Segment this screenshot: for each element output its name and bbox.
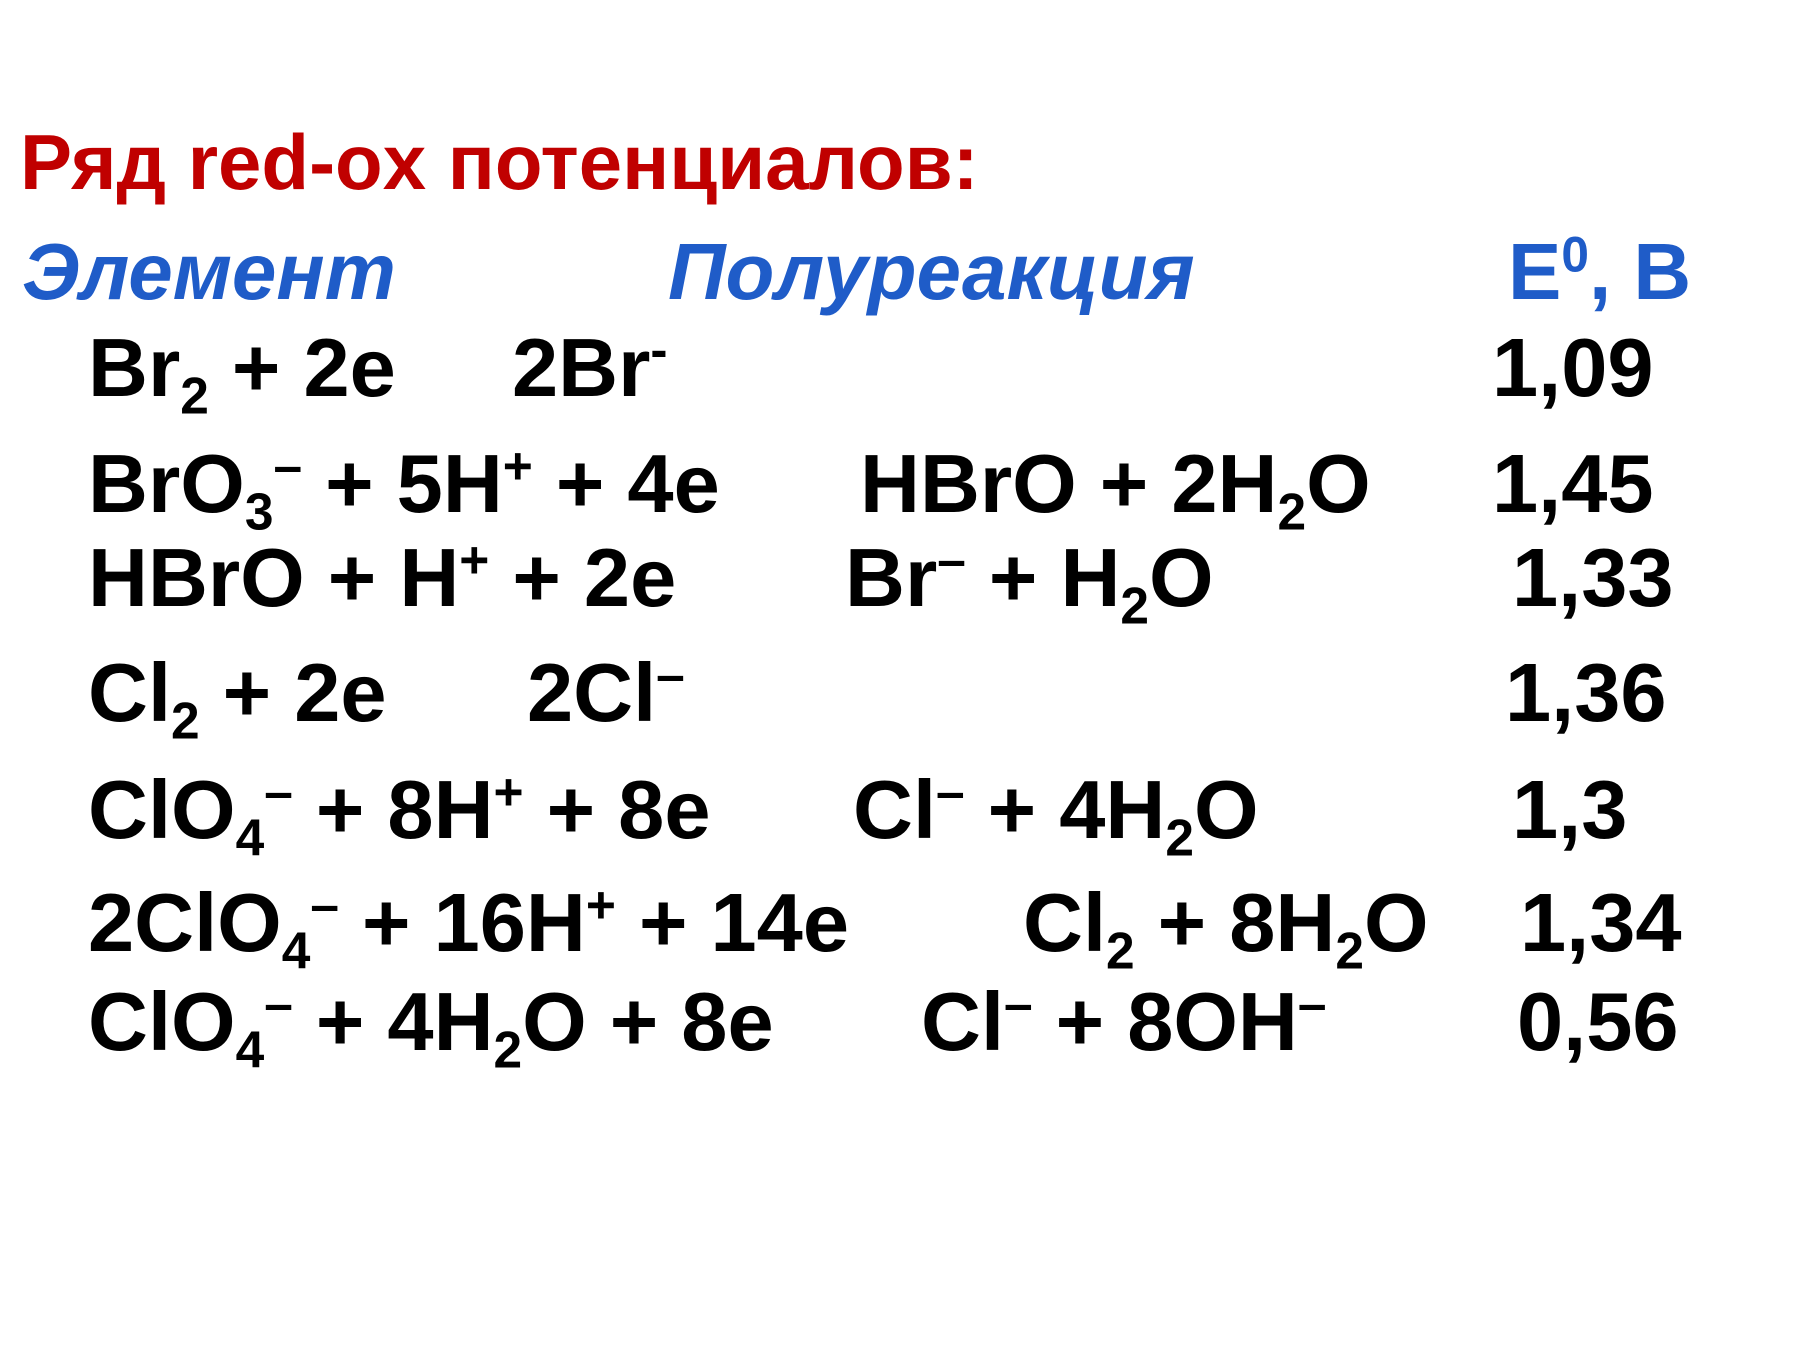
reaction-right-side-part: O [1306,437,1371,530]
reaction-right-side-part: Cl [921,975,1004,1068]
potential-value: 0,56 [1517,975,1679,1068]
reaction-right-side-part: Br [845,531,938,624]
reaction-left-side-part: – [273,436,303,495]
reaction-right-side: Cl2 + 8H2O [1023,873,1429,976]
reaction-right-side-part: O [1363,876,1429,969]
reaction-left-side-part: + 8H [292,763,494,856]
reaction-left-side-part: + [493,762,524,821]
header-potential-symbol: E [1508,227,1562,316]
reaction-left-side-part: ClO [88,763,236,856]
reaction-left-side-part: 2 [493,1020,523,1079]
reaction-right-side-part: – [937,530,966,589]
reaction-right-side-part: 2 [1106,921,1135,980]
header-element: Элемент [22,227,396,316]
reaction-left-side-part: 2 [180,366,209,425]
reaction-right-side-part: + 8H [1134,876,1336,969]
reaction-right-side: HBrO + 2H2O [860,434,1371,537]
reaction-left-side-part: 4 [281,921,311,980]
reaction-left-side-part: + 2e [199,646,387,739]
reaction-right-side-part: Cl [853,763,936,856]
reaction-right-side-part: + 8OH [1032,975,1298,1068]
reaction-right-side-part: 2 [1277,482,1307,541]
reaction-left-side-part: + [585,875,616,934]
reaction-left-side: ClO4– + 4H2O + 8e [88,972,774,1075]
reaction-left-side-part: Cl [88,646,171,739]
reaction-right-side: 2Cl– [527,643,685,743]
reaction-left-side-part: 2 [171,691,200,750]
reaction-right-side-part: – [656,645,685,704]
header-potential-unit: , В [1588,227,1692,316]
reaction-left-side: 2ClO4– + 16H+ + 14e [88,873,849,976]
reaction-right-side-part: O [1149,531,1214,624]
reaction-left-side-part: + 2e [208,321,396,414]
potential-value: 1,36 [1505,646,1667,739]
reaction-left-side-part: 4 [235,1020,265,1079]
reaction-left-side-part: O + 8e [522,975,774,1068]
reaction-right-side-part: O [1193,763,1259,856]
reaction-left-side-part: + 5H [302,437,503,530]
page-title: Ряд red-ox потенциалов: [20,118,979,206]
potential-value: 1,34 [1520,876,1682,969]
reaction-left-side-part: + 4H [292,975,494,1068]
reaction-left-side-part: + [459,530,490,589]
reaction-left-side-part: 4 [235,808,265,867]
header-potential-sup: 0 [1561,226,1589,283]
reaction-left-side-part: – [264,762,293,821]
reaction-right-side: Cl– + 8OH– [921,972,1327,1072]
reaction-right-side-part: – [936,762,965,821]
reaction-left-side-part: 3 [244,482,274,541]
reaction-right-side-part: – [1004,974,1033,1033]
reaction-left-side-part: + 4e [532,437,720,530]
reaction-left-side-part: + 8e [523,763,711,856]
potential-value: 1,3 [1512,763,1628,856]
reaction-left-side-part: + 2e [489,531,677,624]
reaction-right-side-part: – [1297,974,1327,1033]
reaction-right-side-part: 2 [1335,921,1364,980]
reaction-right-side-part: 2Cl [527,646,657,739]
reaction-right-side: Cl– + 4H2O [853,760,1259,863]
reaction-right-side-part: HBrO + 2H [860,437,1278,530]
reaction-right-side-part: - [650,320,668,379]
reaction-right-side-part: 2Br [512,321,651,414]
reaction-right-side: 2Br- [512,318,668,418]
reaction-left-side: ClO4– + 8H+ + 8e [88,760,711,863]
reaction-left-side-part: – [310,875,339,934]
header-half-reaction: Полуреакция [668,227,1195,316]
reaction-left-side-part: BrO [88,437,245,530]
reaction-right-side-part: 2 [1120,576,1150,635]
reaction-right-side-part: + 4H [964,763,1166,856]
reaction-left-side: Cl2 + 2e [88,643,387,746]
potential-value: 1,33 [1512,531,1674,624]
reaction-left-side-part: ClO [88,975,236,1068]
header-potential: E0, В [1508,222,1691,322]
reaction-left-side-part: + [502,436,533,495]
reaction-left-side-part: HBrO + H [88,531,460,624]
reaction-left-side-part: + 16H [338,876,586,969]
reaction-right-side-part: 2 [1165,808,1194,867]
reaction-left-side-part: Br [88,321,181,414]
reaction-right-side: Br– + H2O [845,528,1214,631]
reaction-left-side: Br2 + 2e [88,318,396,421]
reaction-right-side-part: + H [965,531,1121,624]
reaction-left-side-part: – [264,974,293,1033]
reaction-right-side-part: Cl [1023,876,1106,969]
reaction-left-side: BrO3– + 5H+ + 4e [88,434,720,537]
potential-value: 1,09 [1492,321,1654,414]
potential-value: 1,45 [1492,437,1654,530]
reaction-left-side-part: + 14e [615,876,849,969]
reaction-left-side-part: 2ClO [88,876,282,969]
reaction-left-side: HBrO + H+ + 2e [88,528,676,628]
